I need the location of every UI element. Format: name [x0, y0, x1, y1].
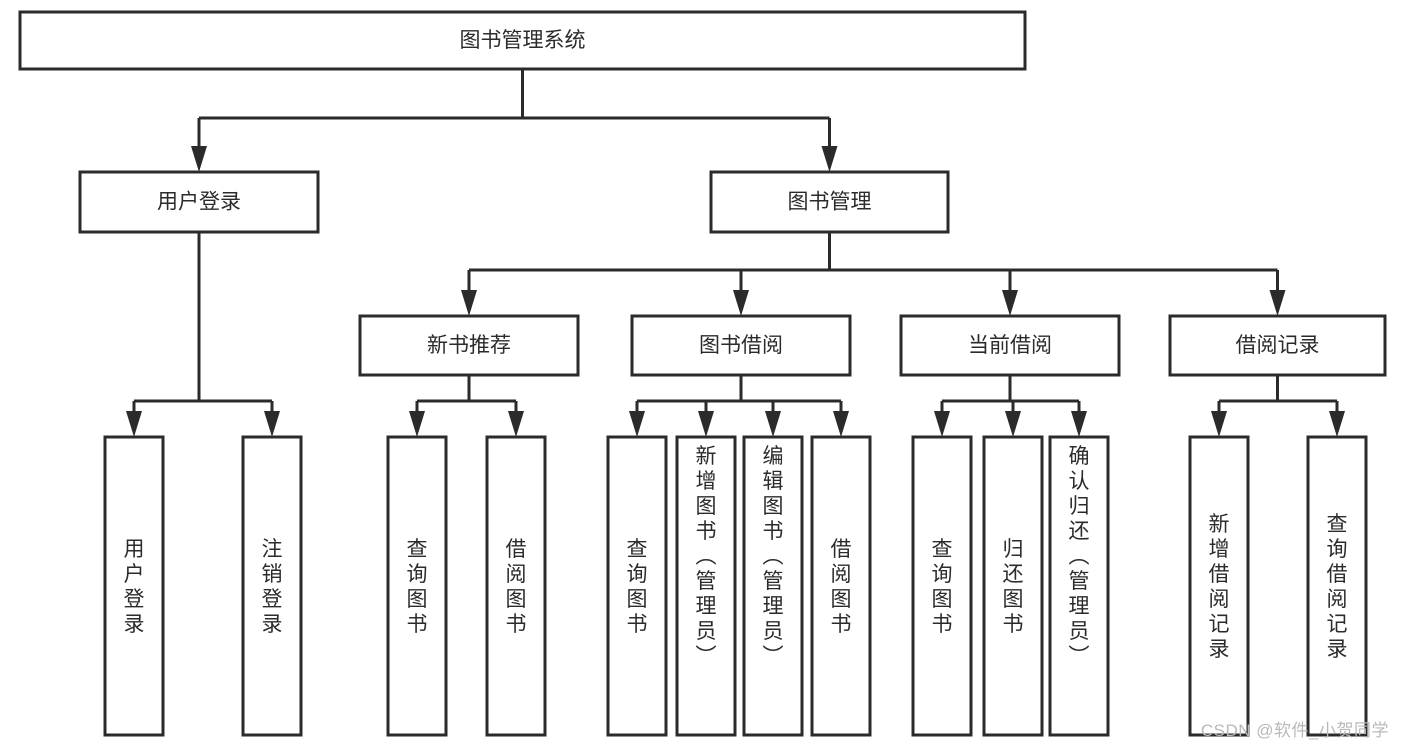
- node-leaf-user-logout[interactable]: 注销登录: [241, 435, 303, 737]
- node-leaf-query-record[interactable]: 查询借阅记录: [1306, 435, 1368, 737]
- node-leaf-add-record[interactable]: 新增借阅记录: [1188, 435, 1250, 737]
- node-box[interactable]: [606, 435, 668, 737]
- node-box[interactable]: [358, 314, 580, 377]
- arrow-head-icon: [934, 411, 950, 437]
- node-box[interactable]: [911, 435, 973, 737]
- node-box[interactable]: [742, 435, 804, 737]
- node-label: 图书管理系统: [460, 29, 586, 52]
- arrow-head-icon: [1005, 411, 1021, 437]
- arrow-head-icon: [765, 411, 781, 437]
- node-leaf-query-book-3[interactable]: 查询图书: [911, 435, 973, 737]
- node-leaf-user-login[interactable]: 用户登录: [103, 435, 165, 737]
- arrow-head-icon: [1071, 411, 1087, 437]
- arrow-head-icon: [508, 411, 524, 437]
- node-label: 查询图书: [407, 538, 428, 636]
- node-box[interactable]: [630, 314, 852, 377]
- node-box[interactable]: [982, 435, 1044, 737]
- node-book-manage[interactable]: 图书管理: [709, 170, 950, 234]
- node-leaf-add-book[interactable]: 新增图书︵管理员︶: [675, 435, 737, 737]
- node-new-book-recommend[interactable]: 新书推荐: [358, 314, 580, 377]
- connector-group-borrow-record: [1211, 375, 1345, 437]
- node-leaf-confirm-return[interactable]: 确认归还︵管理员︶: [1048, 435, 1110, 737]
- node-label: 借阅记录: [1236, 334, 1320, 357]
- node-label: 用户登录: [157, 191, 241, 214]
- node-book-borrow[interactable]: 图书借阅: [630, 314, 852, 377]
- connector-group-current-borrow: [934, 375, 1087, 437]
- arrow-head-icon: [461, 290, 477, 316]
- node-root-book-management-system[interactable]: 图书管理系统: [18, 10, 1027, 71]
- node-leaf-query-book-2[interactable]: 查询图书: [606, 435, 668, 737]
- node-label: 新增借阅记录: [1209, 513, 1230, 661]
- node-leaf-query-book-1[interactable]: 查询图书: [386, 435, 448, 737]
- node-label: 查询图书: [932, 538, 953, 636]
- arrow-head-icon: [698, 411, 714, 437]
- node-label: 编辑图书︵管理员︶: [763, 445, 784, 668]
- node-label: 注销登录: [262, 538, 283, 636]
- arrow-head-icon: [1211, 411, 1227, 437]
- connector-group-root: [191, 69, 838, 172]
- node-label: 新增图书︵管理员︶: [696, 445, 717, 668]
- connector-layer: [126, 69, 1345, 437]
- connector-group-book-manage: [461, 232, 1286, 316]
- node-label: 图书管理: [788, 191, 872, 214]
- node-leaf-borrow-book-2[interactable]: 借阅图书: [810, 435, 872, 737]
- arrow-head-icon: [264, 411, 280, 437]
- node-label: 借阅图书: [831, 538, 852, 636]
- node-user-login[interactable]: 用户登录: [78, 170, 320, 234]
- arrow-head-icon: [126, 411, 142, 437]
- connector-group-book-borrow: [629, 375, 849, 437]
- arrow-head-icon: [821, 146, 838, 172]
- node-label: 当前借阅: [968, 334, 1052, 357]
- node-box[interactable]: [78, 170, 320, 234]
- node-borrow-record[interactable]: 借阅记录: [1168, 314, 1387, 377]
- node-box[interactable]: [1306, 435, 1368, 737]
- node-layer: 图书管理系统用户登录图书管理新书推荐图书借阅当前借阅借阅记录用户登录注销登录查询…: [18, 10, 1387, 737]
- arrow-head-icon: [833, 411, 849, 437]
- csdn-watermark: CSDN @软件_小贺同学: [1200, 721, 1389, 740]
- node-label: 归还图书: [1003, 538, 1024, 636]
- arrow-head-icon: [191, 146, 207, 172]
- node-label: 查询图书: [627, 538, 648, 636]
- connector-group-new-book-recommend: [409, 375, 524, 437]
- node-leaf-return-book[interactable]: 归还图书: [982, 435, 1044, 737]
- arrow-head-icon: [629, 411, 645, 437]
- node-current-borrow[interactable]: 当前借阅: [899, 314, 1121, 377]
- node-label: 确认归还︵管理员︶: [1069, 445, 1090, 668]
- node-box[interactable]: [241, 435, 303, 737]
- node-label: 新书推荐: [427, 334, 511, 357]
- node-box[interactable]: [485, 435, 547, 737]
- node-label: 图书借阅: [699, 334, 783, 357]
- node-label: 查询借阅记录: [1327, 513, 1348, 661]
- arrow-head-icon: [409, 411, 425, 437]
- node-box[interactable]: [1048, 435, 1110, 737]
- arrow-head-icon: [733, 290, 749, 316]
- node-box[interactable]: [1188, 435, 1250, 737]
- connector-group-user-login: [126, 232, 280, 437]
- node-box[interactable]: [899, 314, 1121, 377]
- node-leaf-borrow-book-1[interactable]: 借阅图书: [485, 435, 547, 737]
- node-box[interactable]: [1168, 314, 1387, 377]
- node-box[interactable]: [103, 435, 165, 737]
- node-box[interactable]: [18, 10, 1027, 71]
- arrow-head-icon: [1329, 411, 1345, 437]
- node-label: 用户登录: [124, 538, 145, 636]
- node-box[interactable]: [675, 435, 737, 737]
- arrow-head-icon: [1269, 290, 1286, 316]
- node-box[interactable]: [386, 435, 448, 737]
- arrow-head-icon: [1002, 290, 1018, 316]
- node-box[interactable]: [709, 170, 950, 234]
- node-box[interactable]: [810, 435, 872, 737]
- node-leaf-edit-book[interactable]: 编辑图书︵管理员︶: [742, 435, 804, 737]
- node-label: 借阅图书: [506, 538, 527, 636]
